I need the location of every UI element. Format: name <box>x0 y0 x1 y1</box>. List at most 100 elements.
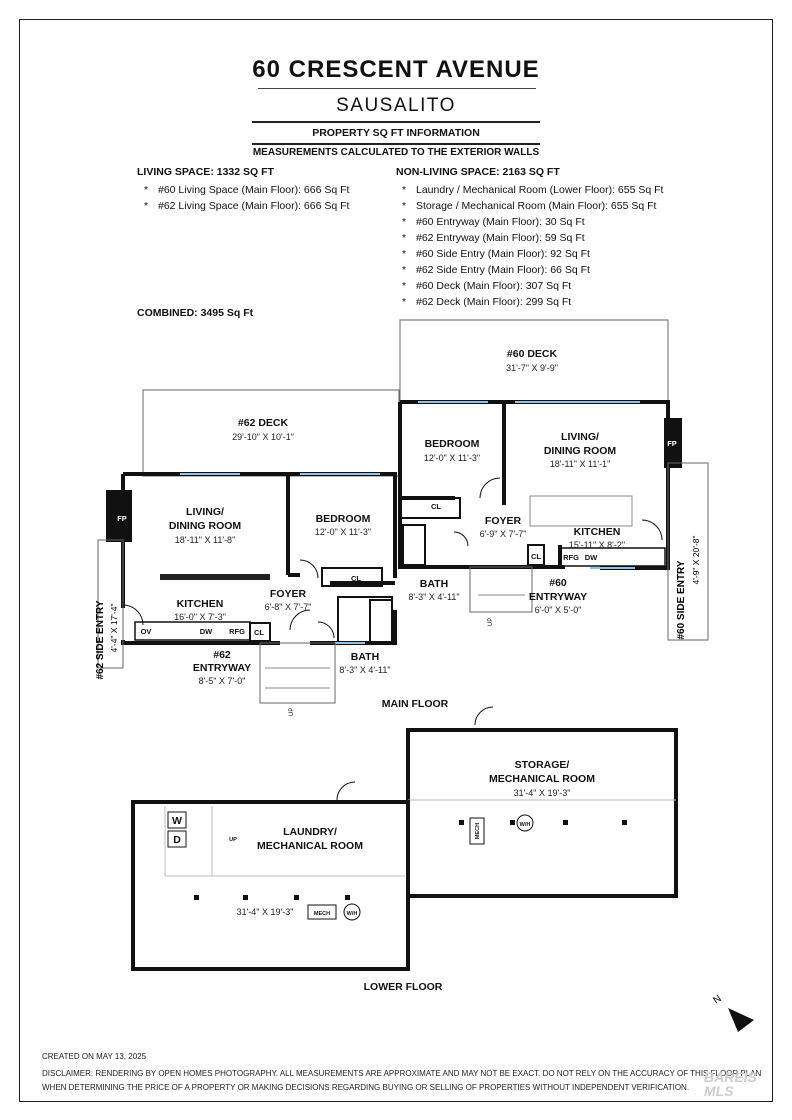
list-item: #60 Entryway (Main Floor): 30 Sq Ft <box>402 214 663 230</box>
side-entry-62-label: #62 SIDE ENTRY <box>95 600 106 679</box>
mls-watermark-logo: BAREIS MLS <box>704 1070 757 1098</box>
storage-label2: MECHANICAL ROOM <box>489 773 595 785</box>
deck-60-label: #60 DECK <box>507 348 558 360</box>
entryway-60 <box>469 566 533 613</box>
kitchen-60-label: KITCHEN <box>574 526 621 538</box>
title-divider <box>258 88 536 89</box>
list-item: Laundry / Mechanical Room (Lower Floor):… <box>402 182 663 198</box>
mech-label: MECH <box>475 823 481 839</box>
living-60-dims: 18'-11" X 11'-1" <box>550 459 611 469</box>
deck-62-label: #62 DECK <box>238 417 289 429</box>
laundry-dims: 31'-4" X 19'-3" <box>237 907 294 917</box>
laundry-label: LAUNDRY/ <box>283 826 337 838</box>
storage-dims: 31'-4" X 19'-3" <box>514 788 571 798</box>
dw-label: DW <box>585 553 598 562</box>
living-62-label: LIVING/ <box>186 506 224 518</box>
kitchen-62-label: KITCHEN <box>177 598 224 610</box>
cl-label: CL <box>254 628 264 637</box>
foyer-60-label: FOYER <box>485 515 522 527</box>
bath-62-label: BATH <box>351 651 379 663</box>
entry-60-label2: ENTRYWAY <box>529 591 587 603</box>
list-item: #60 Living Space (Main Floor): 666 Sq Ft <box>144 182 349 198</box>
fp-label-62: FP <box>117 514 127 523</box>
up-label: UP <box>289 708 295 716</box>
mech-label: MECH <box>314 911 330 917</box>
side-entry-60-label: #60 SIDE ENTRY <box>676 560 687 639</box>
up-label: UP <box>488 618 494 626</box>
rfg-label: RFG <box>229 627 245 636</box>
deck-60 <box>399 319 669 403</box>
lower-floor-label: LOWER FLOOR <box>364 981 443 993</box>
kitchen-60-dims: 15'-11" X 8'-2" <box>569 540 625 550</box>
unit-60-walls <box>398 400 670 570</box>
entry-62-label: #62 <box>213 649 231 661</box>
info-title: PROPERTY SQ FT INFORMATION <box>312 127 480 139</box>
bedroom-62-label: BEDROOM <box>316 513 371 525</box>
bedroom-62-dims: 12'-0" X 11'-3" <box>315 527 371 537</box>
list-item: #60 Side Entry (Main Floor): 92 Sq Ft <box>402 246 663 262</box>
list-item: #62 Entryway (Main Floor): 59 Sq Ft <box>402 230 663 246</box>
main-floor-label: MAIN FLOOR <box>382 698 449 710</box>
address-title: 60 CRESCENT AVENUE <box>252 56 540 83</box>
cl-label: CL <box>531 552 541 561</box>
living-space-heading: LIVING SPACE: 1332 SQ FT <box>137 166 274 178</box>
non-living-space-heading: NON-LIVING SPACE: 2163 SQ FT <box>396 166 560 178</box>
foyer-62-dims: 6'-8" X 7'-7" <box>265 602 312 612</box>
storage-room <box>406 728 678 898</box>
wh-label: W/H <box>520 822 531 828</box>
wh-label: W/H <box>347 911 358 917</box>
kitchen-62-dims: 16'-0" X 7'-3" <box>174 612 226 622</box>
living-space-list: #60 Living Space (Main Floor): 666 Sq Ft… <box>144 182 349 214</box>
fireplace-60 <box>664 418 682 468</box>
bath-60-dims: 8'-3" X 4'-11" <box>408 592 459 602</box>
rfg-label: RFG <box>563 553 579 562</box>
list-item: Storage / Mechanical Room (Main Floor): … <box>402 198 663 214</box>
bath-60-label: BATH <box>420 578 448 590</box>
living-62-label2: DINING ROOM <box>169 520 242 532</box>
page-frame <box>19 19 773 1102</box>
info-divider-top <box>252 121 540 123</box>
cl-label: CL <box>431 502 441 511</box>
bedroom-60-dims: 12'-0" X 11'-3" <box>424 453 480 463</box>
list-item: #62 Living Space (Main Floor): 666 Sq Ft <box>144 198 349 214</box>
dw-label: DW <box>200 627 213 636</box>
deck-60-dims: 31'-7" X 9'-9" <box>506 363 558 373</box>
living-60-label2: DINING ROOM <box>544 445 617 457</box>
watermark-line-2: MLS <box>704 1083 734 1099</box>
disclaimer-line-1: DISCLAIMER: RENDERING BY OPEN HOMES PHOT… <box>42 1069 762 1078</box>
foyer-62-label: FOYER <box>270 588 307 600</box>
entry-62-dims: 8'-5" X 7'-0" <box>199 676 246 686</box>
washer-label: W <box>172 815 182 827</box>
entryway-62 <box>259 642 336 704</box>
laundry-label2: MECHANICAL ROOM <box>257 840 363 852</box>
info-divider-bottom <box>252 143 540 145</box>
foyer-60-dims: 6'-9" X 7'-7" <box>480 529 527 539</box>
storage-label: STORAGE/ <box>515 759 570 771</box>
unit-62-walls <box>121 472 397 645</box>
list-item: #62 Deck (Main Floor): 299 Sq Ft <box>402 294 663 310</box>
north-label: N <box>711 993 723 1006</box>
living-60-label: LIVING/ <box>561 431 599 443</box>
side-entry-60 <box>667 462 709 641</box>
created-date: CREATED ON MAY 13, 2025 <box>42 1052 147 1061</box>
city-subtitle: SAUSALITO <box>336 95 456 116</box>
living-62-dims: 18'-11" X 11'-8" <box>175 535 236 545</box>
fireplace-62 <box>106 490 132 542</box>
fp-label-60: FP <box>667 439 677 448</box>
bath-62-dims: 8'-3" X 4'-11" <box>339 665 390 675</box>
dryer-label: D <box>173 834 181 846</box>
bedroom-60-label: BEDROOM <box>425 438 480 450</box>
compass-icon: N <box>711 993 754 1032</box>
info-subtitle: MEASUREMENTS CALCULATED TO THE EXTERIOR … <box>252 147 540 158</box>
entry-62-label2: ENTRYWAY <box>193 662 251 674</box>
entry-60-dims: 6'-0" X 5'-0" <box>535 605 582 615</box>
side-entry-60-dims: 4'-9" X 20'-8" <box>691 536 701 585</box>
up-label: UP <box>229 837 237 843</box>
side-entry-62 <box>97 539 124 669</box>
deck-62-dims: 29'-10" X 10'-1" <box>232 432 294 442</box>
watermark-line-1: BAREIS <box>704 1069 757 1085</box>
non-living-space-list: Laundry / Mechanical Room (Lower Floor):… <box>402 182 663 310</box>
side-entry-62-dims: 4'-4" X 17'-4" <box>109 604 119 653</box>
ov-label: OV <box>141 627 152 636</box>
